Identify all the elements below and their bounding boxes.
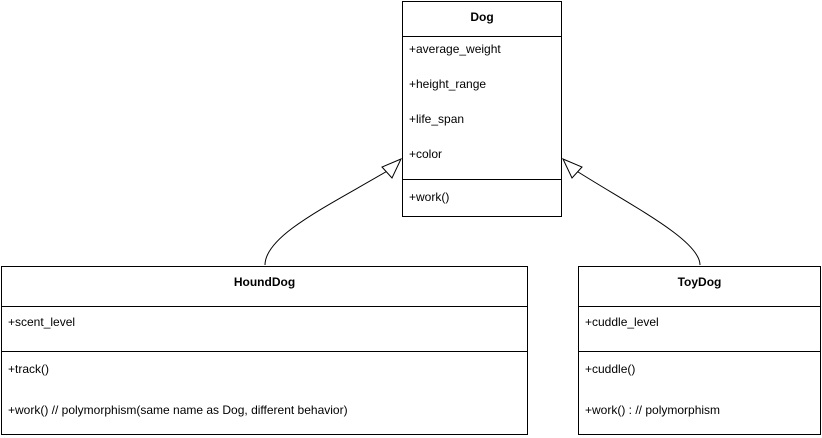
class-hounddog[interactable]: HoundDog +scent_level +track() +work() /… (1, 266, 528, 435)
class-toydog-attributes: +cuddle_level (579, 307, 820, 352)
hounddog-inheritance-line[interactable] (264, 169, 390, 266)
class-hounddog-methods: +track() +work() // polymorphism(same na… (2, 352, 527, 434)
class-dog-attributes: +average_weight +height_range +life_span… (403, 37, 561, 180)
method-work-polymorphism[interactable]: +work() : // polymorphism (585, 403, 721, 417)
class-hounddog-name: HoundDog (2, 267, 527, 307)
method-work[interactable]: +work() (409, 190, 450, 204)
method-track[interactable]: +track() (8, 362, 50, 376)
class-toydog-methods: +cuddle() +work() : // polymorphism (579, 352, 820, 434)
attribute-life-span[interactable]: +life_span (409, 112, 465, 126)
class-dog-methods: +work() (403, 180, 561, 216)
class-dog[interactable]: Dog +average_weight +height_range +life_… (402, 1, 562, 217)
attribute-cuddle-level[interactable]: +cuddle_level (585, 315, 659, 329)
attribute-height-range[interactable]: +height_range (409, 77, 487, 91)
hounddog-inheritance-arrowhead (381, 158, 403, 179)
class-dog-name: Dog (403, 2, 561, 37)
method-work-polymorphism[interactable]: +work() // polymorphism(same name as Dog… (8, 403, 348, 417)
toydog-inheritance-arrowhead (561, 158, 583, 179)
attribute-scent-level[interactable]: +scent_level (8, 315, 76, 329)
class-toydog-name: ToyDog (579, 267, 820, 307)
attribute-average-weight[interactable]: +average_weight (409, 42, 501, 56)
class-hounddog-attributes: +scent_level (2, 307, 527, 352)
attribute-color[interactable]: +color (409, 147, 443, 161)
class-toydog[interactable]: ToyDog +cuddle_level +cuddle() +work() :… (578, 266, 821, 435)
toydog-inheritance-line[interactable] (574, 169, 701, 266)
method-cuddle[interactable]: +cuddle() (585, 362, 636, 376)
